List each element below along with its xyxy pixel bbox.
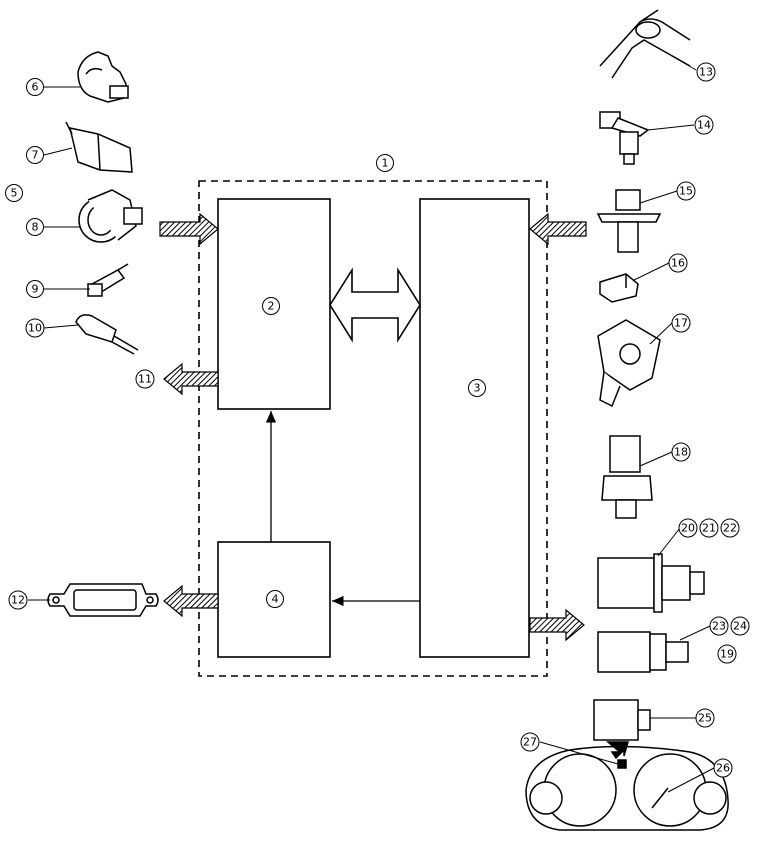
svg-text:15: 15 <box>679 185 693 198</box>
control-unit-boundary <box>198 180 548 677</box>
label-23: 23 <box>709 616 729 636</box>
svg-text:13: 13 <box>699 66 713 79</box>
label-16: 16 <box>668 253 688 273</box>
label-21: 21 <box>699 518 719 538</box>
label-19: 19 <box>717 644 737 664</box>
label-14: 14 <box>694 115 714 135</box>
label-11: 11 <box>135 369 155 389</box>
solenoid-25-icon <box>593 699 651 741</box>
svg-text:11: 11 <box>138 373 152 386</box>
output-arrow-12 <box>163 584 219 618</box>
svg-text:27: 27 <box>523 736 537 749</box>
svg-text:2: 2 <box>268 300 275 313</box>
svg-text:22: 22 <box>723 522 737 535</box>
sensor-14-icon <box>599 111 650 165</box>
label-20: 20 <box>678 518 698 538</box>
output-arrow-11 <box>163 362 219 396</box>
svg-text:25: 25 <box>698 712 712 725</box>
sensor-8-icon <box>78 189 143 243</box>
svg-text:16: 16 <box>671 257 685 270</box>
label-12: 12 <box>8 590 28 610</box>
label-1: 1 <box>376 154 394 172</box>
gear-lever-icon <box>599 9 691 79</box>
svg-text:12: 12 <box>11 594 25 607</box>
solenoid-20-icon <box>597 553 705 613</box>
sensor-7-icon <box>65 121 133 173</box>
input-arrow-left <box>159 212 219 246</box>
svg-text:23: 23 <box>712 620 726 633</box>
sensor-10-icon <box>75 314 139 355</box>
sensor-18-icon <box>601 435 653 519</box>
svg-text:20: 20 <box>681 522 695 535</box>
svg-text:10: 10 <box>28 322 42 335</box>
label-24: 24 <box>730 616 750 636</box>
label-10: 10 <box>25 318 45 338</box>
svg-text:5: 5 <box>11 187 18 200</box>
diagnostic-connector-icon <box>47 583 159 617</box>
label-2: 2 <box>262 297 280 315</box>
label-6: 6 <box>26 78 44 96</box>
instrument-cluster-icon <box>525 741 729 831</box>
svg-text:6: 6 <box>32 81 39 94</box>
svg-text:21: 21 <box>702 522 716 535</box>
sensor-9-icon <box>87 263 129 297</box>
label-9: 9 <box>26 280 44 298</box>
label-18: 18 <box>671 442 691 462</box>
label-3: 3 <box>468 379 486 397</box>
svg-text:4: 4 <box>272 593 279 606</box>
svg-text:14: 14 <box>697 119 711 132</box>
label-22: 22 <box>720 518 740 538</box>
label-8: 8 <box>26 218 44 236</box>
output-arrow-right <box>529 608 585 642</box>
svg-text:9: 9 <box>32 283 39 296</box>
label-13: 13 <box>696 62 716 82</box>
sensor-15-icon <box>596 189 662 253</box>
svg-text:7: 7 <box>32 149 39 162</box>
leader-lines <box>28 55 715 793</box>
sensor-16-icon <box>599 273 639 303</box>
label-7: 7 <box>26 146 44 164</box>
input-arrow-right <box>529 212 587 246</box>
bidirectional-arrow <box>329 267 421 343</box>
svg-text:17: 17 <box>674 317 688 330</box>
svg-text:3: 3 <box>474 382 481 395</box>
label-26: 26 <box>713 758 733 778</box>
solenoid-23-icon <box>597 631 689 673</box>
sensor-6-icon <box>77 51 129 103</box>
svg-text:8: 8 <box>32 221 39 234</box>
svg-text:1: 1 <box>382 157 389 170</box>
label-15: 15 <box>676 181 696 201</box>
svg-text:24: 24 <box>733 620 747 633</box>
label-4: 4 <box>266 590 284 608</box>
svg-text:18: 18 <box>674 446 688 459</box>
svg-text:19: 19 <box>720 648 734 661</box>
label-17: 17 <box>671 313 691 333</box>
block-3 <box>419 198 530 658</box>
label-25: 25 <box>695 708 715 728</box>
label-27: 27 <box>520 732 540 752</box>
svg-text:26: 26 <box>716 762 730 775</box>
label-5: 5 <box>5 184 23 202</box>
sensor-17-icon <box>597 319 661 408</box>
